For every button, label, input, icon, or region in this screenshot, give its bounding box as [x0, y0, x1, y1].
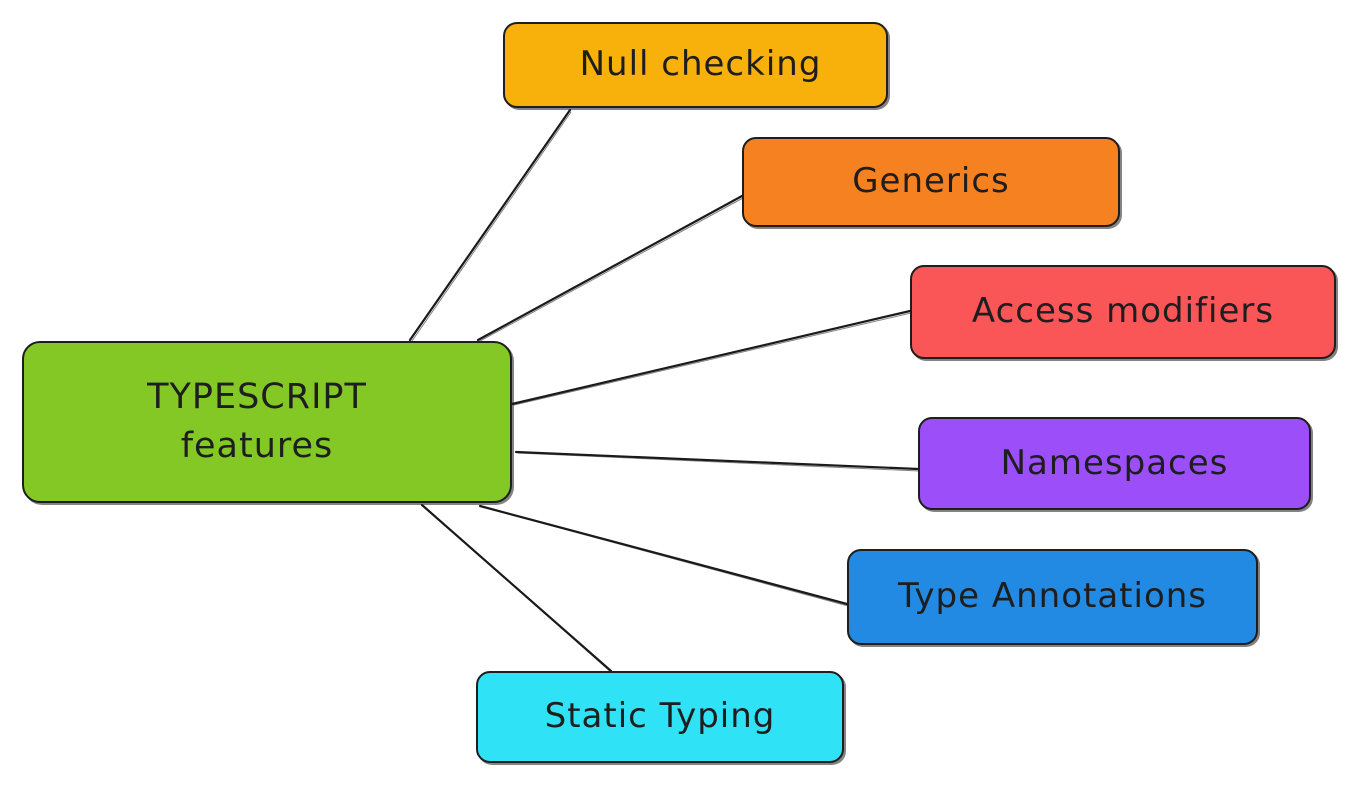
- node-static-typing: Static Typing: [476, 671, 844, 763]
- node-access-modifiers-label: Access modifiers: [971, 291, 1275, 332]
- connector-root-to-null-checking: [408, 108, 572, 342]
- node-null-checking-label: Null checking: [579, 44, 822, 85]
- connector-sketch-root-to-generics: [479, 197, 744, 342]
- connector-root-to-generics: [476, 194, 744, 342]
- node-generics: Generics: [742, 137, 1120, 227]
- node-static-typing-label: Static Typing: [544, 696, 776, 737]
- connector-sketch-root-to-null-checking: [411, 111, 572, 342]
- connector-sketch-root-to-namespaces: [517, 452, 920, 472]
- node-type-annotations: Type Annotations: [847, 549, 1258, 645]
- node-typescript-features-label: TYPESCRIPT features: [147, 377, 367, 466]
- connector-sketch-root-to-type-annotations: [481, 506, 849, 607]
- connector-root-to-type-annotations: [478, 504, 849, 606]
- connector-root-to-namespaces: [514, 450, 920, 471]
- node-generics-label: Generics: [852, 161, 1010, 202]
- node-typescript-features: TYPESCRIPT features: [22, 341, 512, 503]
- node-namespaces-label: Namespaces: [1000, 442, 1229, 483]
- node-access-modifiers: Access modifiers: [910, 265, 1336, 359]
- connector-sketch-root-to-static-typing: [423, 505, 613, 674]
- node-namespaces: Namespaces: [918, 417, 1311, 510]
- node-type-annotations-label: Type Annotations: [897, 576, 1208, 617]
- connector-sketch-root-to-access-modifiers: [513, 312, 912, 406]
- node-null-checking: Null checking: [503, 22, 888, 108]
- connector-root-to-access-modifiers: [510, 309, 912, 406]
